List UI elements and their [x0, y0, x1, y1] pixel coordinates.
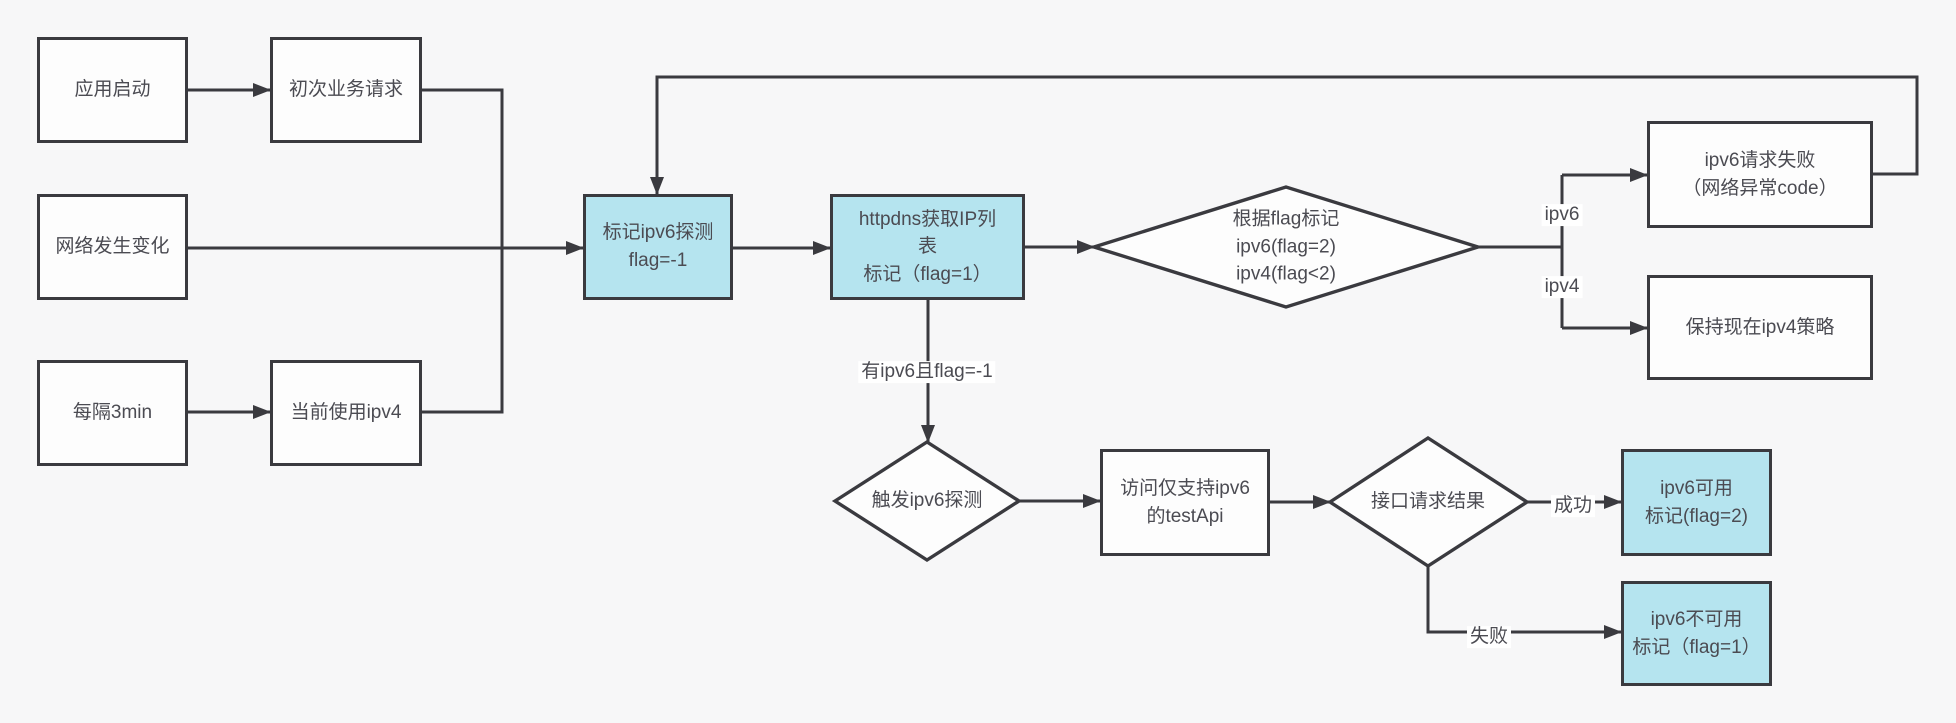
edge-currentipv4-merge	[422, 248, 504, 414]
node-mark-ipv6-probe: 标记ipv6探测 flag=-1	[583, 194, 733, 300]
edge-label-fail: 失败	[1466, 626, 1512, 648]
edge-label-has-ipv6-flag: 有ipv6且flag=-1	[858, 361, 996, 383]
node-current-ipv4: 当前使用ipv4	[270, 360, 422, 466]
node-ipv6-available: ipv6可用 标记(flag=2)	[1621, 449, 1772, 556]
node-ipv6-request-fail: ipv6请求失败 （网络异常code）	[1647, 121, 1873, 228]
node-app-start: 应用启动	[37, 37, 188, 143]
node-httpdns-get-ip-list: httpdns获取IP列 表 标记（flag=1）	[830, 194, 1025, 300]
node-keep-ipv4-strategy: 保持现在ipv4策略	[1647, 275, 1873, 380]
edge-ipv6fail-loopback-to-markprobe	[650, 75, 1919, 195]
edge-label-ipv4: ipv4	[1541, 276, 1583, 298]
edge-label-ipv6: ipv6	[1541, 204, 1583, 226]
edge-firstrequest-merge	[422, 88, 504, 248]
node-result-decision-shape	[1326, 435, 1531, 569]
node-flag-decision-shape	[1088, 185, 1484, 309]
node-trigger-probe-shape	[831, 439, 1023, 563]
edge-label-success: 成功	[1550, 495, 1596, 517]
node-every-3min: 每隔3min	[37, 360, 188, 466]
node-network-change: 网络发生变化	[37, 194, 188, 300]
node-first-request: 初次业务请求	[270, 37, 422, 143]
node-testapi: 访问仅支持ipv6 的testApi	[1100, 449, 1270, 556]
edge-fail-to-ipv6bad	[1426, 566, 1622, 639]
node-ipv6-unavailable: ipv6不可用 标记（flag=1）	[1621, 581, 1772, 686]
